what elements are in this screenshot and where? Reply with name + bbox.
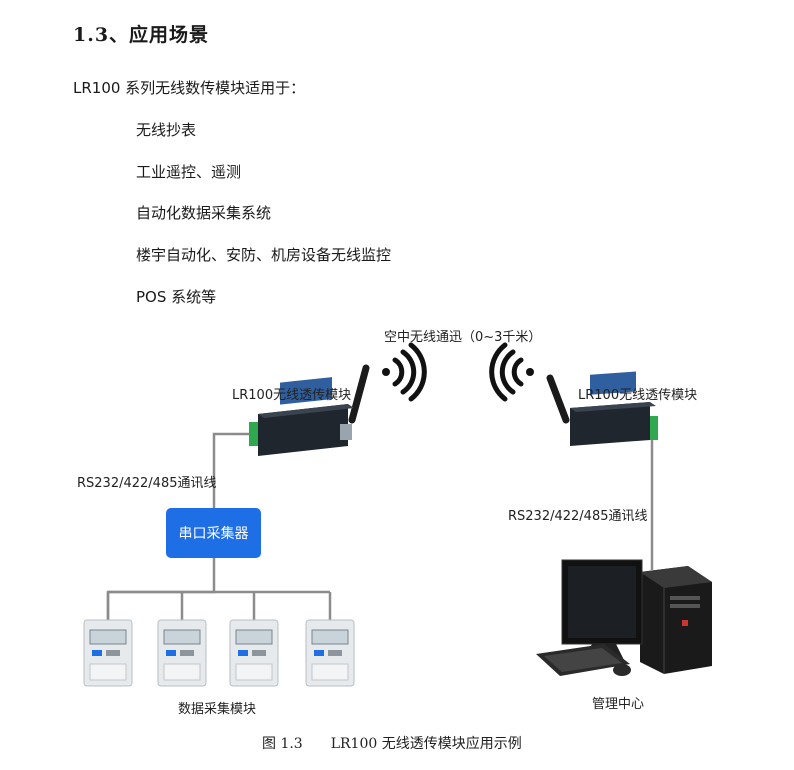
meters-label: 数据采集模块 — [178, 702, 257, 717]
energy-meter-1 — [83, 619, 133, 687]
collector-label: 串口采集器 — [178, 526, 249, 542]
module-right-label: LR100无线透传模块 — [578, 388, 698, 403]
intro-text: LR100 系列无线数传模块适用于： — [73, 79, 306, 97]
list-item: POS 系统等 — [136, 288, 217, 306]
list-item: 无线抄表 — [136, 121, 197, 139]
cable-collector-to-meters — [106, 558, 216, 622]
energy-meter-3 — [229, 619, 279, 687]
wireless-signal-left-icon — [489, 342, 534, 402]
serial-collector-box: 串口采集器 — [166, 508, 261, 558]
module-left-label: LR100无线透传模块 — [232, 388, 352, 403]
cable-left-module-to-collector — [212, 432, 254, 508]
figure-caption: 图 1.3 LR100 无线透传模块应用示例 — [262, 733, 522, 753]
energy-meter-2 — [157, 619, 207, 687]
figure-caption-text: LR100 无线透传模块应用示例 — [330, 736, 522, 752]
list-item: 自动化数据采集系统 — [136, 204, 272, 222]
lr100-module-right — [546, 371, 658, 446]
section-title: 1.3、应用场景 — [73, 24, 210, 46]
management-center-label: 管理中心 — [592, 697, 645, 712]
energy-meter-4 — [305, 619, 355, 687]
cables — [106, 428, 654, 622]
air-link-label: 空中无线通迅（0~3千米） — [384, 330, 542, 345]
figure-number: 图 1.3 — [262, 736, 303, 752]
wireless-signal-right-icon — [382, 342, 427, 402]
cable-right-label: RS232/422/485通讯线 — [508, 509, 648, 524]
cable-left-label: RS232/422/485通讯线 — [77, 476, 217, 491]
lr100-module-left — [249, 364, 370, 456]
list-item: 楼宇自动化、安防、机房设备无线监控 — [136, 246, 392, 264]
list-item: 工业遥控、遥测 — [136, 163, 242, 181]
computer-icon — [536, 559, 712, 676]
